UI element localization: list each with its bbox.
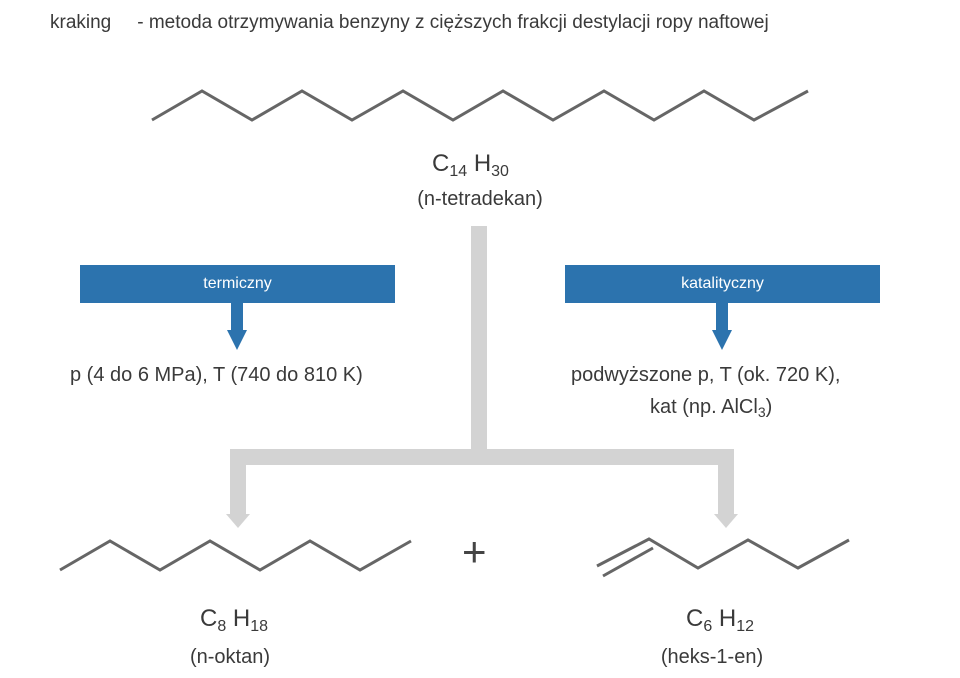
termiczny-arrow-stem — [231, 302, 243, 332]
header-title: kraking - metoda otrzymywania benzyny z c… — [50, 12, 769, 34]
octane-h-sub: 18 — [250, 618, 269, 635]
hexene-c-sub: 6 — [703, 618, 713, 635]
flow-trunk — [471, 226, 487, 453]
catalyst-close: ) — [765, 396, 773, 418]
hexene-h: H — [718, 605, 737, 632]
header-definition: - metoda otrzymywania benzyny z cięższyc… — [137, 12, 769, 33]
reactant-h-sub: 30 — [491, 163, 509, 180]
conditions-katalityczny-line2: kat (np. AlCl3) — [650, 396, 772, 420]
reactant-c: C — [432, 150, 450, 177]
conditions-termiczny: p (4 do 6 MPa), T (740 do 810 K) — [70, 364, 363, 386]
catalyst-sub: 3 — [757, 404, 766, 420]
flow-arrows — [226, 226, 738, 528]
flow-crossbar — [230, 449, 734, 465]
product-hexene-name: (heks-1-en) — [660, 646, 764, 668]
flow-left-stem — [230, 449, 246, 515]
octane-c-sub: 8 — [217, 618, 227, 635]
product-hexene-formula: C6 H12 — [686, 605, 754, 636]
flow-left-arrowhead — [226, 514, 250, 528]
catalyst-text: kat (np. AlCl — [650, 396, 758, 418]
reactant-c-sub: 14 — [449, 163, 468, 180]
flow-right-arrowhead — [714, 514, 738, 528]
method-box-katalityczny: katalityczny — [565, 265, 880, 303]
plus-sign: + — [462, 528, 487, 575]
method-box-termiczny: termiczny — [80, 265, 395, 303]
octane-skeleton — [59, 539, 412, 572]
reactant-name: (n-tetradekan) — [417, 188, 543, 210]
octane-h: H — [232, 605, 251, 632]
reactant-formula: C14 H30 — [432, 150, 509, 181]
katalityczny-arrowhead — [712, 330, 732, 350]
hexene-skeleton — [596, 537, 850, 578]
octane-c: C — [200, 605, 218, 632]
tetradecane-skeleton — [151, 89, 809, 122]
method-arrows — [227, 302, 732, 350]
product-octane-name: (n-oktan) — [189, 646, 271, 668]
flow-right-stem — [718, 449, 734, 515]
katalityczny-arrow-stem — [716, 302, 728, 332]
hexene-h-sub: 12 — [736, 618, 755, 635]
product-octane-formula: C8 H18 — [200, 605, 268, 636]
conditions-katalityczny-line1: podwyższone p, T (ok. 720 K), — [571, 364, 841, 386]
hexene-c: C — [686, 605, 704, 632]
termiczny-arrowhead — [227, 330, 247, 350]
header-term: kraking — [50, 12, 112, 33]
reactant-h: H — [473, 150, 492, 177]
